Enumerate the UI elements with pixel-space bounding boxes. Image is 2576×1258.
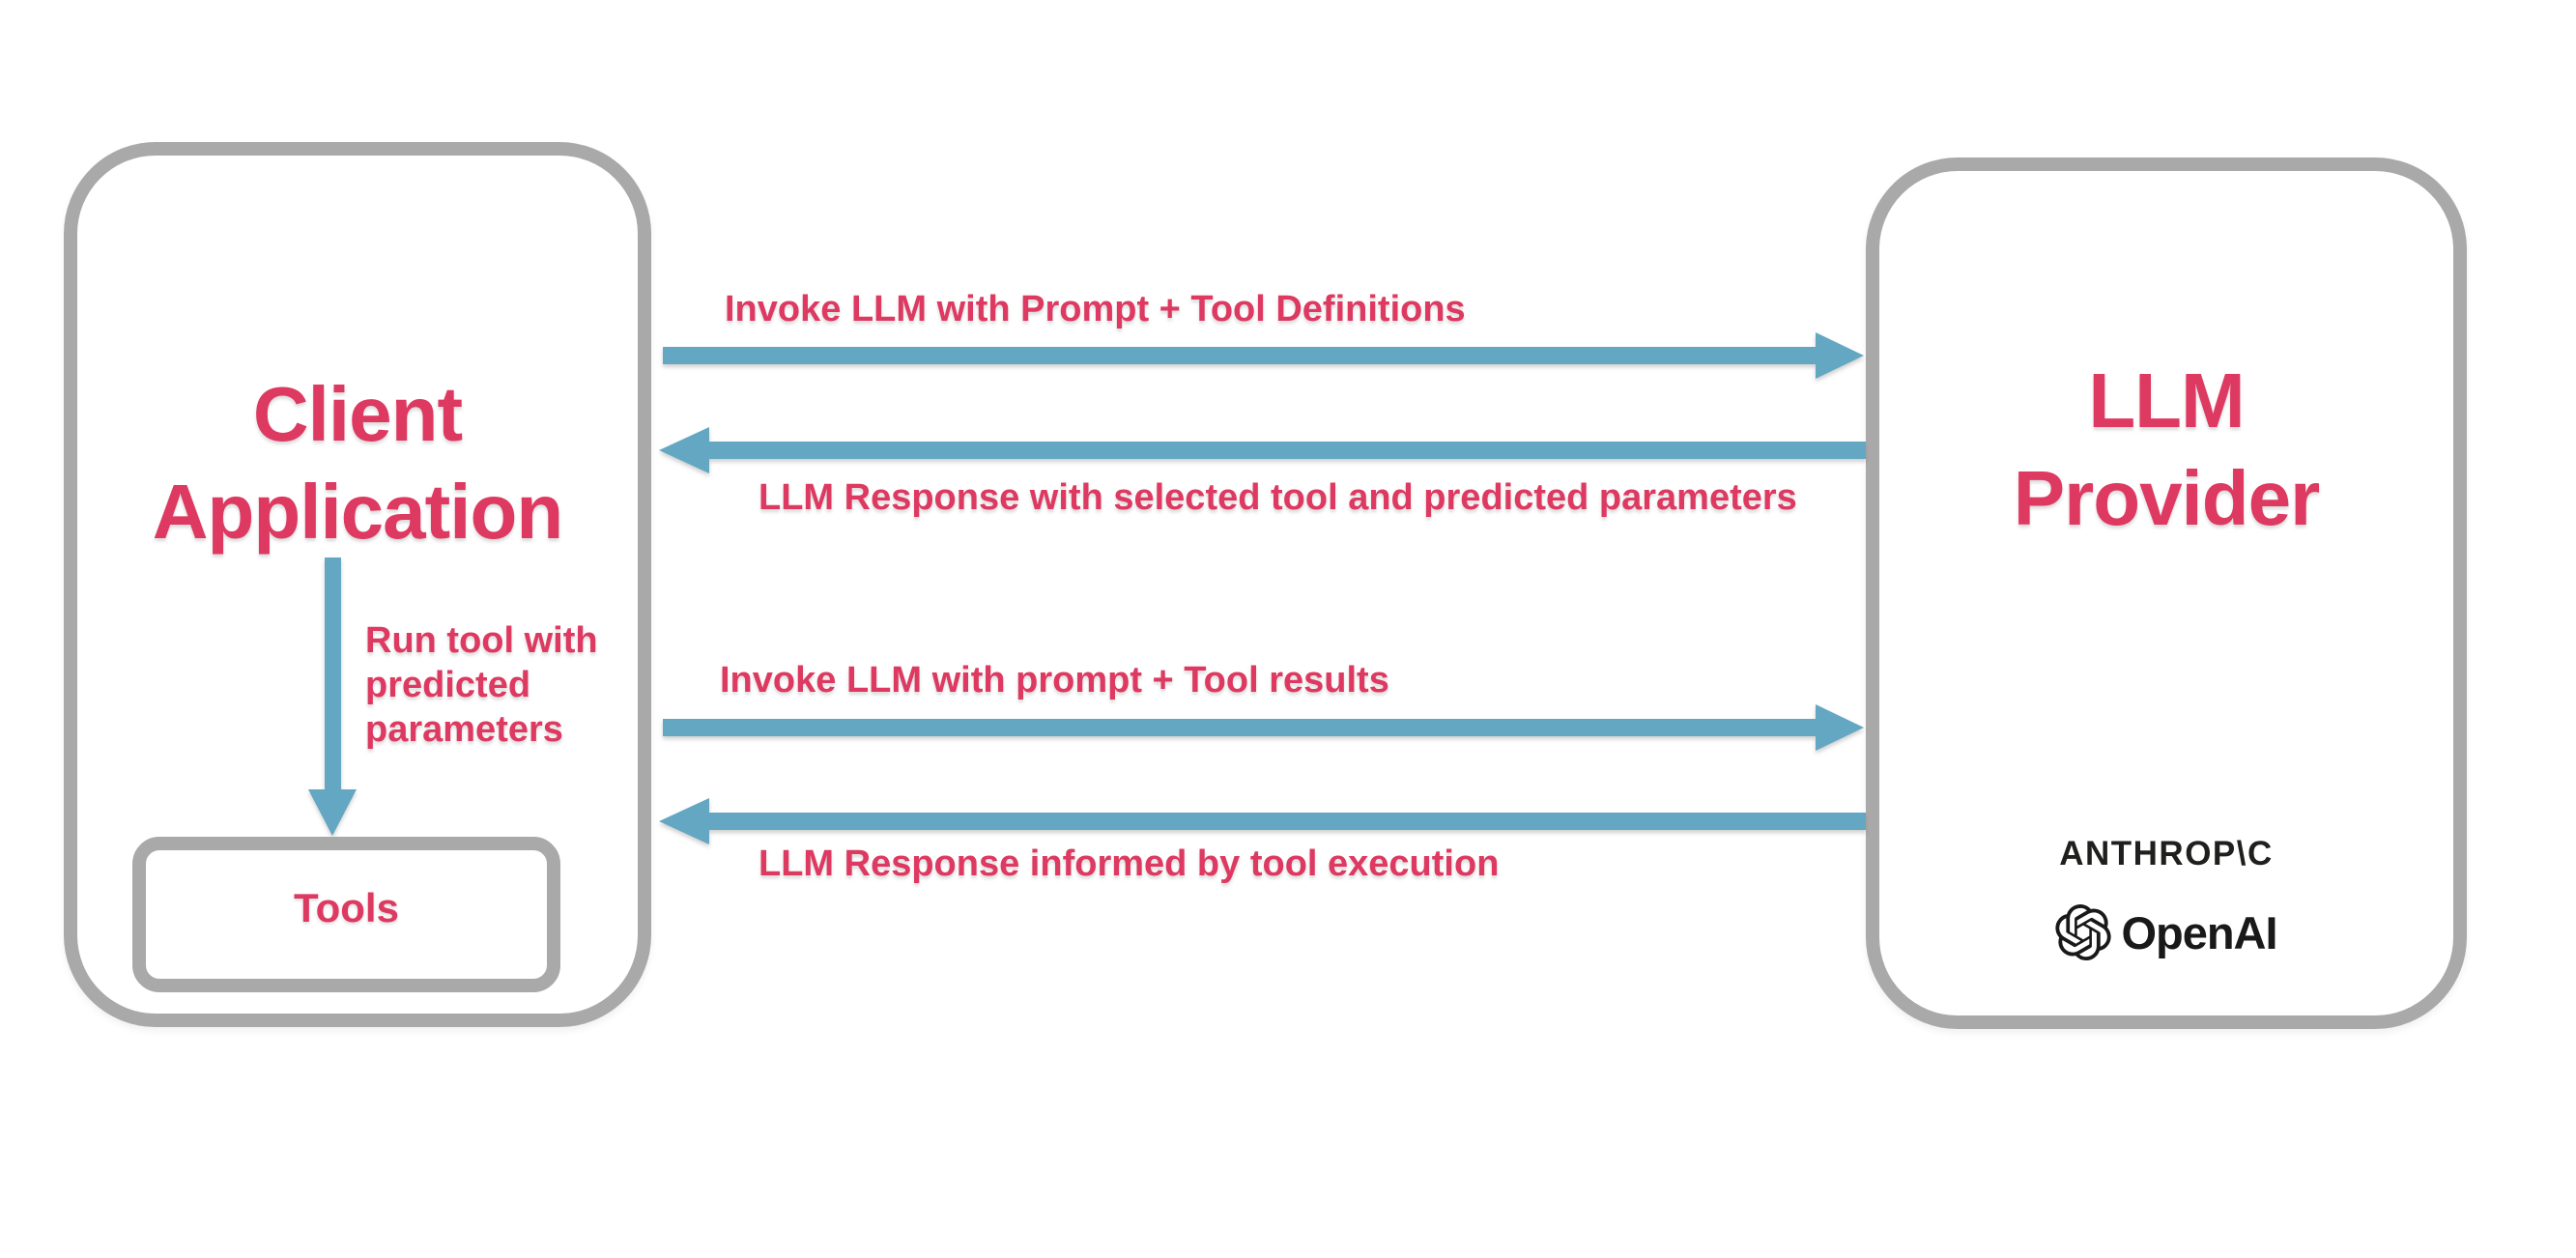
arrowhead-right-icon [1816, 332, 1864, 379]
arrow-shaft [663, 719, 1816, 736]
arrowhead-down-icon [308, 789, 357, 836]
arrow-label-response-tool-execution: LLM Response informed by tool execution [758, 843, 1500, 884]
arrowhead-left-icon [659, 427, 709, 473]
down-arrow-shaft [325, 558, 341, 789]
tools-label: Tools [294, 884, 399, 930]
run-tool-label-line3: parameters [365, 709, 563, 750]
arrow-label-response-selected-tool: LLM Response with selected tool and pred… [758, 477, 1797, 518]
tools-box: Tools [132, 837, 560, 992]
run-tool-label-line2: predicted [365, 665, 531, 705]
arrowhead-left-icon [659, 798, 709, 844]
llm-provider-title: LLM Provider [1866, 352, 2467, 547]
llm-provider-box [1866, 157, 2467, 1029]
openai-wordmark: OpenAI [2121, 906, 2277, 958]
run-tool-label-line1: Run tool with [365, 620, 598, 661]
run-tool-label: Run tool with predicted parameters [365, 618, 598, 752]
arrow-shaft [709, 813, 1866, 830]
arrow-shaft [663, 347, 1816, 364]
llm-title-line2: Provider [2013, 455, 2321, 541]
client-title-line1: Client [252, 371, 463, 457]
client-application-title: Client Application [64, 365, 651, 560]
arrow-label-invoke-tool-results: Invoke LLM with prompt + Tool results [720, 660, 1389, 700]
arrowhead-right-icon [1816, 704, 1864, 751]
client-title-line2: Application [152, 469, 564, 555]
arrow-label-invoke-definitions: Invoke LLM with Prompt + Tool Definition… [725, 289, 1466, 329]
arrow-shaft [709, 442, 1866, 459]
llm-title-line1: LLM [2088, 357, 2245, 443]
openai-icon [2055, 904, 2111, 960]
anthropic-logo: ANTHROP\C [2059, 835, 2274, 872]
openai-logo: OpenAI [1866, 904, 2467, 960]
